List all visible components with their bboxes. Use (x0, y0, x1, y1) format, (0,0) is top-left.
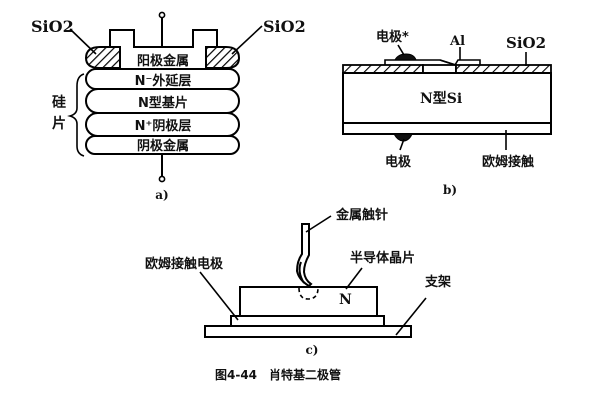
metal-probe-label: 金属触针 (335, 207, 388, 223)
brace-label-2: 片 (52, 115, 66, 132)
semiconductor-chip (239, 286, 378, 317)
layer-label-3: 阴极金属 (137, 138, 189, 154)
metal-probe (295, 223, 313, 288)
sio2-left-label: SiO2 (31, 17, 74, 36)
layer-label-0: N⁻外延层 (135, 73, 192, 89)
sio2-left-leader (69, 28, 97, 55)
ohmic-contact-layer (342, 122, 552, 135)
schottky-junction-region (298, 287, 319, 300)
al-label: Al (449, 34, 465, 49)
n-region-label: N (339, 292, 352, 308)
cathode-terminal (158, 154, 166, 183)
anode-terminal (158, 11, 166, 47)
sio2-right-region (205, 46, 241, 69)
ohmic-contact-electrode (230, 315, 385, 327)
sio2-strip-right (455, 64, 552, 74)
support-bracket (204, 325, 412, 338)
cathode-terminal-dot (158, 175, 166, 183)
oxide-window (422, 64, 457, 74)
semiconductor-chip-label: 半导体晶片 (350, 250, 415, 266)
bottom-electrode-label: 电极 (385, 154, 412, 170)
n-type-si-body (342, 72, 552, 124)
support-bracket-label: 支架 (424, 274, 451, 290)
al-layer-right (454, 59, 481, 66)
substrate-label: N型Si (420, 90, 462, 107)
sio2-label-b: SiO2 (506, 34, 546, 52)
top-electrode-label: 电极* (376, 29, 409, 45)
figure-caption: 图4-44 肖特基二极管 (215, 367, 341, 382)
panel-c-sublabel: c) (306, 343, 319, 357)
panel-b: 电极* Al SiO2 N型Si 电极 欧姆接触 b) (342, 29, 552, 197)
anode-metal-label: 阳极金属 (137, 53, 189, 69)
sio2-right-leader (231, 25, 263, 55)
ohmic-contact-label: 欧姆接触 (482, 154, 534, 170)
top-electrode-leader (397, 44, 405, 56)
layer-label-1: N型基片 (138, 95, 188, 111)
layer-label-2: N⁺阴极层 (135, 118, 192, 134)
panel-a-sublabel: a) (155, 188, 168, 202)
silicon-wafer-brace (67, 73, 85, 157)
sio2-strip-left (342, 64, 424, 74)
panel-a: 阳极金属 SiO2 SiO2 N⁻外延层 N型基片 N⁺阴极层 阴极金属 硅 片… (31, 11, 306, 202)
ohmic-electrode-label: 欧姆接触电极 (145, 256, 224, 272)
al-contact (439, 59, 457, 66)
anode-terminal-dot (158, 11, 166, 19)
top-electrode-blob (394, 53, 417, 61)
panel-c: 金属触针 N 半导体晶片 欧姆接触电极 支架 c) (145, 207, 451, 357)
metal-probe-curve (298, 261, 305, 284)
brace-label-1: 硅 (52, 94, 66, 111)
panel-b-sublabel: b) (443, 183, 457, 197)
support-bracket-leader (395, 297, 427, 336)
bottom-electrode-leader (399, 138, 405, 151)
semiconductor-chip-leader (345, 267, 363, 290)
metal-probe-leader (305, 215, 332, 233)
ohmic-electrode-leader (199, 271, 239, 321)
sio2-right-label: SiO2 (263, 17, 306, 36)
